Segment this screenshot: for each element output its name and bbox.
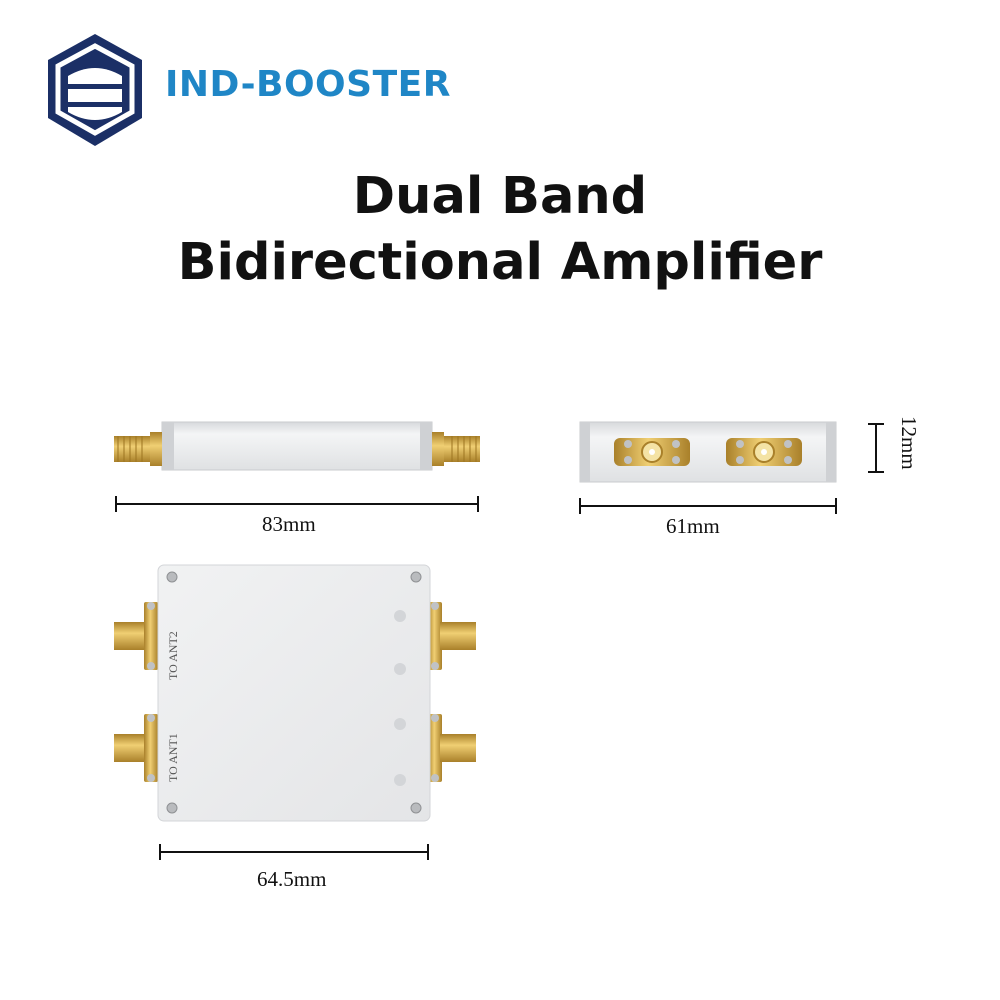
sma-connector-icon bbox=[432, 432, 480, 466]
page-title: Dual Band Bidirectional Amplifier bbox=[0, 164, 1000, 296]
hexagon-shield-logo-icon bbox=[48, 34, 142, 146]
side-housing bbox=[161, 421, 433, 471]
end-width-dimension-line bbox=[579, 498, 837, 514]
sma-connector-ant1-icon bbox=[114, 714, 158, 782]
height-dimension-line bbox=[868, 423, 884, 473]
port-label-ant1-text: TO ANT1 bbox=[166, 733, 180, 782]
top-width-dimension-label: 64.5mm bbox=[257, 867, 327, 891]
sma-flange-icon bbox=[614, 438, 690, 466]
port-label-ant2-text: TO ANT2 bbox=[166, 631, 180, 680]
side-view-figure bbox=[114, 421, 480, 512]
end-width-dimension-label: 61mm bbox=[666, 514, 720, 538]
port-label-ant2: TO ANT2 bbox=[166, 610, 186, 680]
top-housing bbox=[157, 564, 431, 822]
length-dimension-label: 83mm bbox=[262, 512, 316, 536]
top-view-figure bbox=[114, 564, 476, 860]
port-label-ant1: TO ANT1 bbox=[166, 720, 186, 790]
title-line-1: Dual Band bbox=[352, 167, 648, 226]
sma-connector-icon bbox=[428, 714, 476, 782]
title-line-2: Bidirectional Amplifier bbox=[177, 233, 823, 292]
height-dimension-label: 12mm bbox=[897, 416, 921, 470]
brand-name: IND-BOOSTER bbox=[165, 64, 451, 105]
sma-flange-icon bbox=[726, 438, 802, 466]
sma-connector-ant2-icon bbox=[114, 602, 158, 670]
top-width-dimension-line bbox=[159, 844, 429, 860]
dimension-line bbox=[115, 496, 479, 512]
end-view-figure bbox=[579, 421, 884, 514]
screw-icon bbox=[166, 571, 422, 814]
sma-connector-icon bbox=[428, 602, 476, 670]
indicator-led-icon bbox=[394, 610, 406, 786]
sma-connector-icon bbox=[114, 432, 162, 466]
